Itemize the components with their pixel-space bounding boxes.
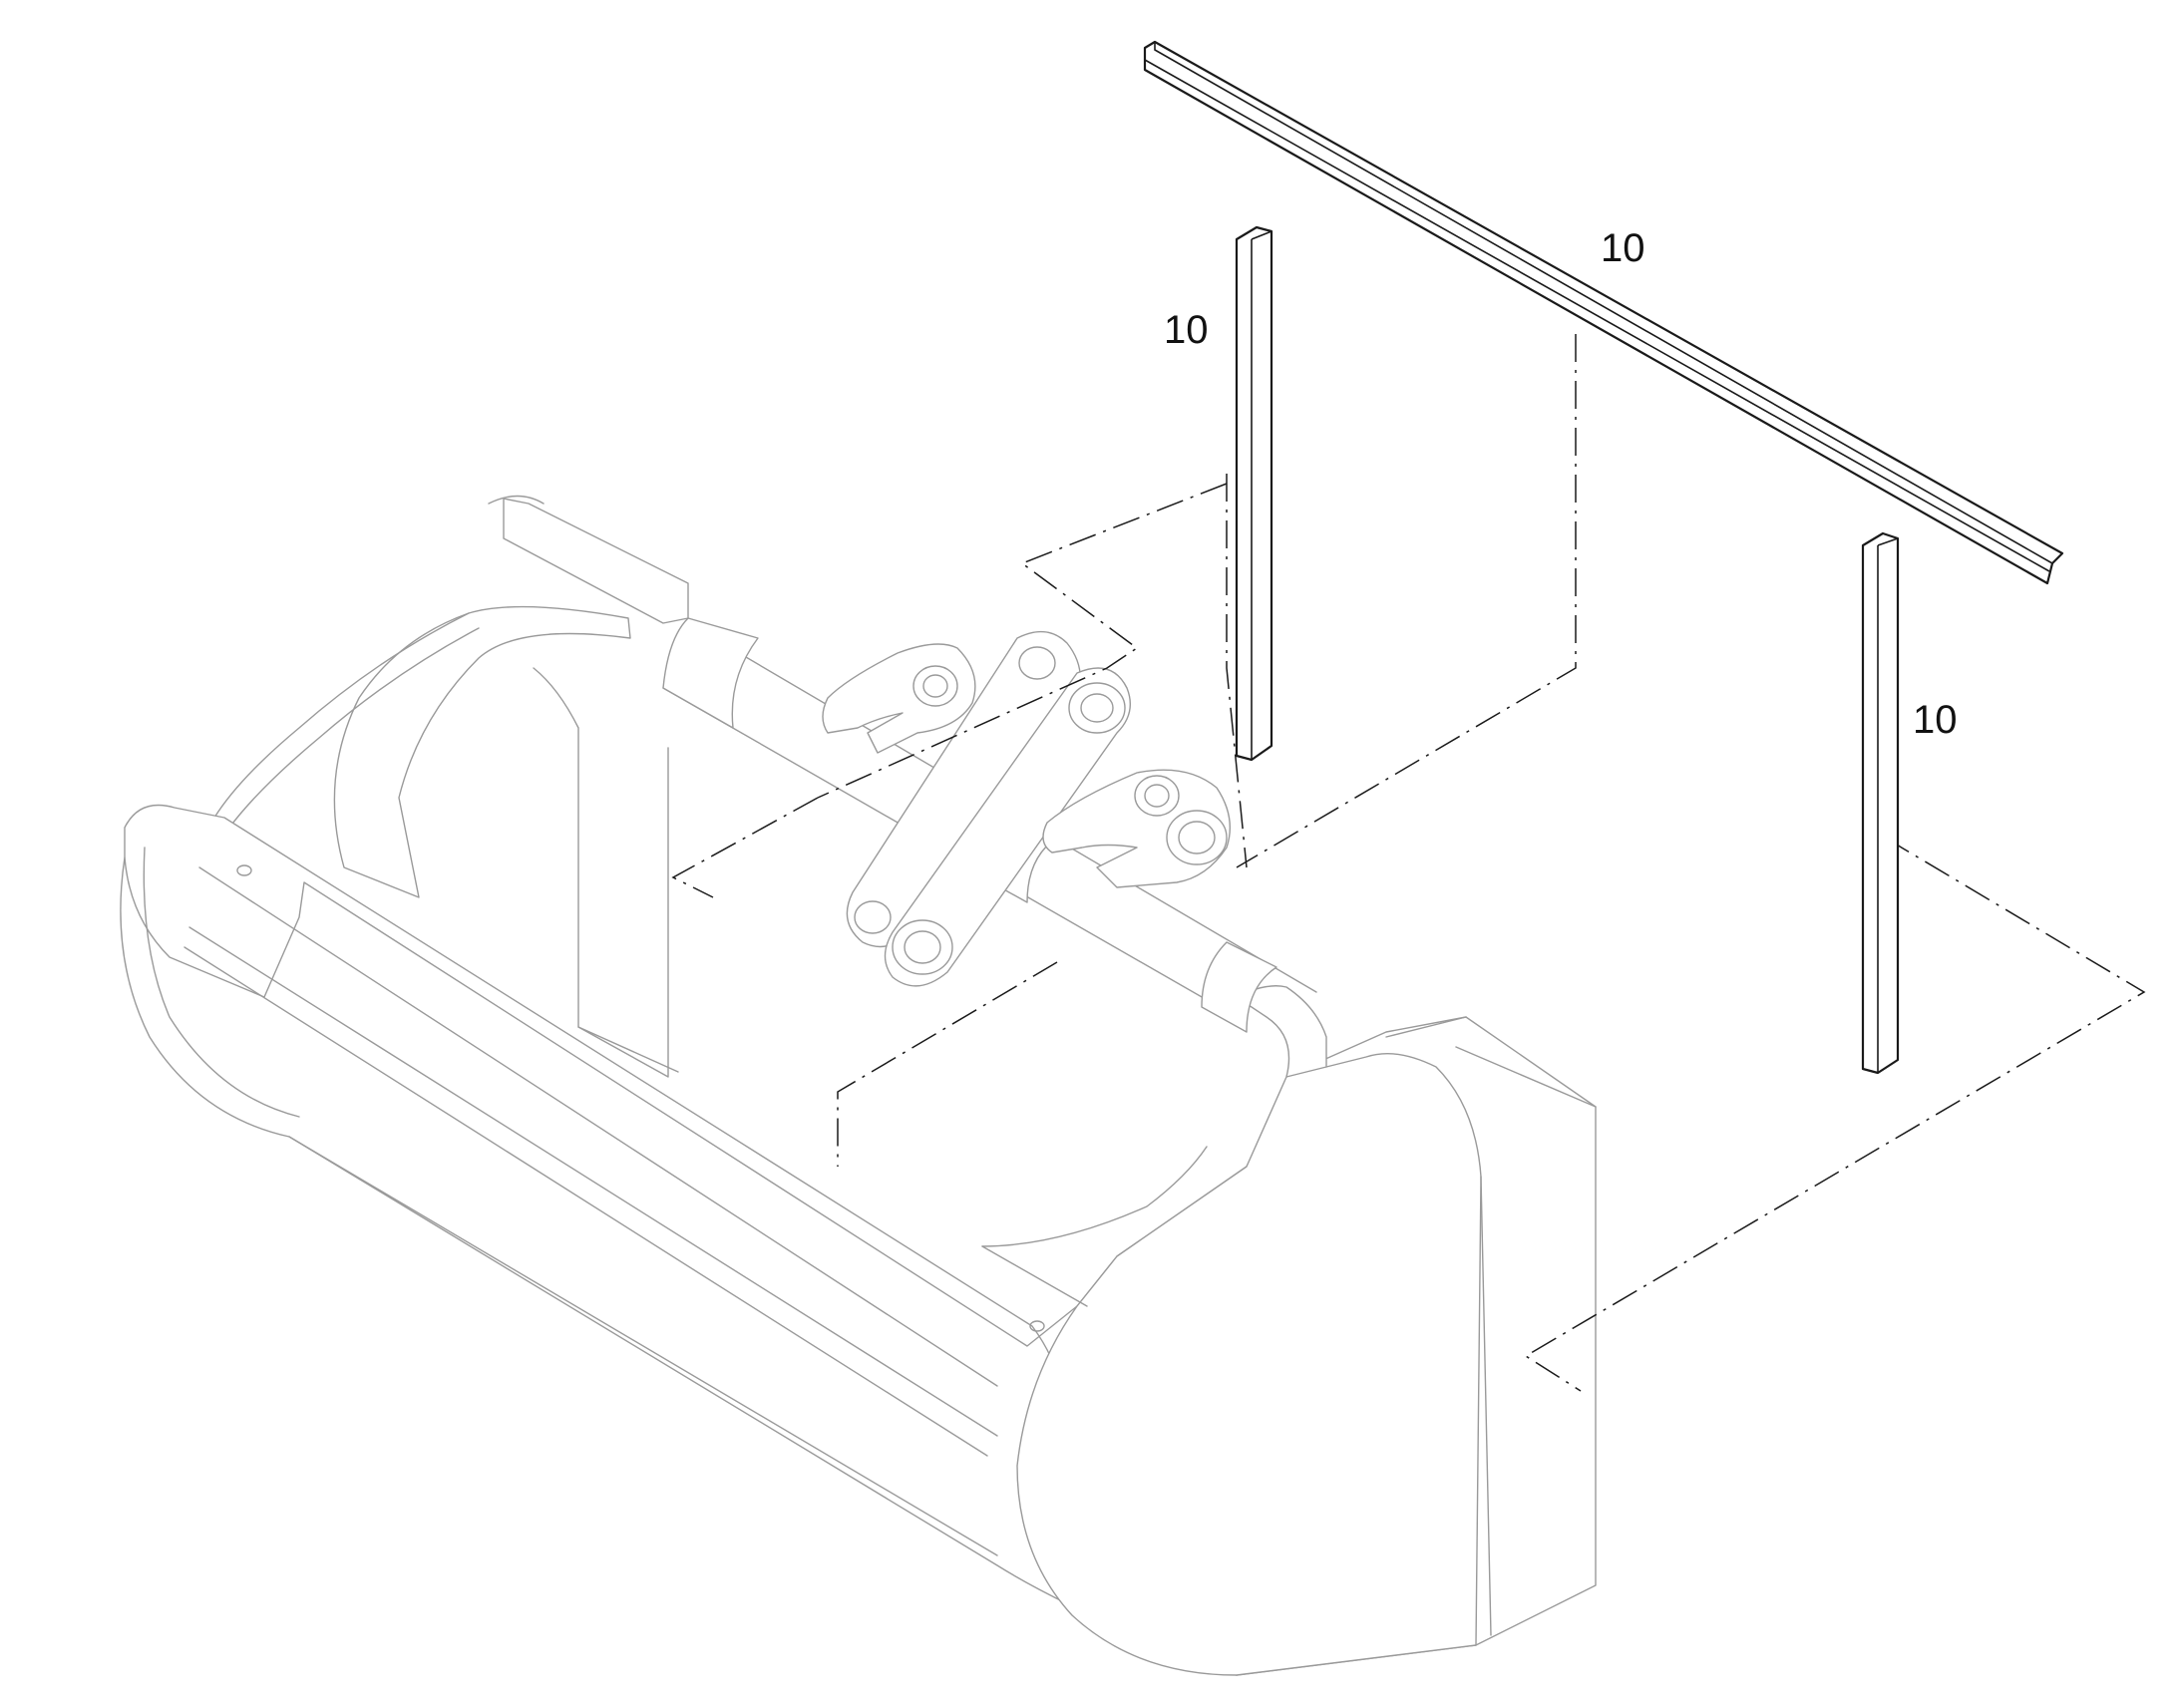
callout-left-strip: 10 [1164,308,1209,352]
callout-top-strip: 10 [1601,226,1645,270]
link-bracket-assembly [822,630,1232,987]
strip-left [1235,225,1273,762]
callout-right-strip: 10 [1913,698,1958,742]
strip-right [1861,531,1900,1075]
bucket-body [120,495,1597,1676]
leader-lines [671,334,2146,1392]
strip-top [1143,40,2064,585]
